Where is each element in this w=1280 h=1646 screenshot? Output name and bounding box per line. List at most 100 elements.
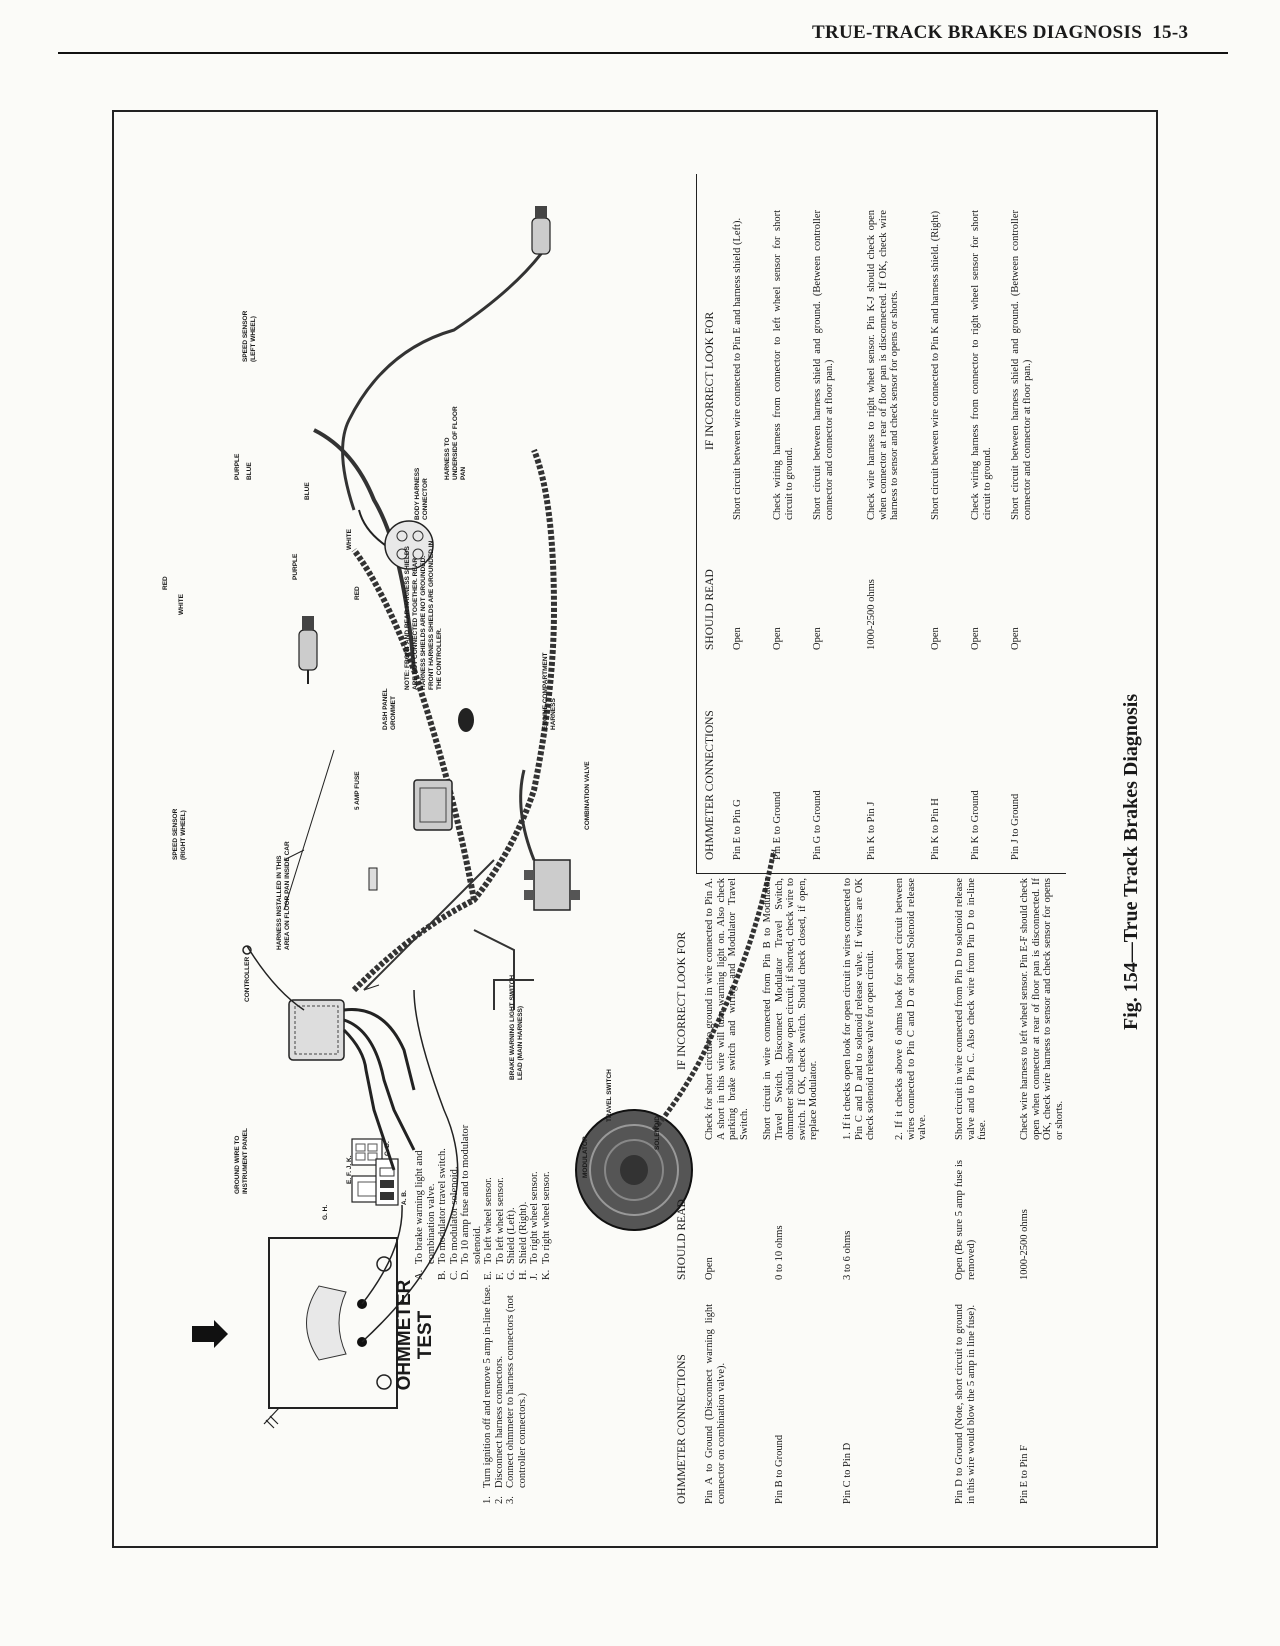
pin-legend-j: J.To right wheel sensor. [529, 1171, 540, 1280]
label-conn-cd: C. D. [384, 1141, 391, 1156]
label-5amp: 5 AMP FUSE [354, 771, 361, 810]
tl-row1-look: Short circuit in wire connected from Pin… [762, 878, 819, 1140]
ohmmeter-test-title: OHMMETER TEST [394, 1270, 436, 1400]
tl-row4-read: 1000-2500 ohms [1019, 1209, 1030, 1280]
pin-legend-a: A.To brake warning light and combination… [414, 1150, 437, 1280]
label-speed-sensor-left: SPEED SENSOR (LEFT WHEEL) [242, 310, 257, 362]
title-line1: OHMMETER [394, 1279, 415, 1391]
tl-row0-read: Open [704, 1257, 715, 1280]
tr-header-look: IF INCORRECT LOOK FOR [704, 311, 716, 450]
pin-legend-e: E.To left wheel sensor. [483, 1177, 494, 1280]
table-divider-vertical [696, 873, 1066, 874]
header-rule [58, 52, 1228, 54]
label-solenoid: SOLENOID [654, 1116, 661, 1150]
tr-row4-read: Open [930, 627, 941, 650]
tr-row1-conn: Pin E to Ground [772, 791, 783, 860]
instruction-3: 3.Connect ohmmeter to harness connectors… [505, 1295, 528, 1504]
label-blue: BLUE [304, 482, 311, 500]
label-harness-installed: HARNESS INSTALLED IN THIS AREA ON FLOOR … [276, 841, 291, 950]
note-shields: NOTE: FRONT AND REAR HARNESS SHIELDS ARE… [404, 540, 443, 690]
ohmmeter-icon [263, 1237, 398, 1429]
tr-header-read: SHOULD READ [704, 569, 716, 650]
connector-abcd [375, 1158, 399, 1206]
label-modulator: MODULATOR [582, 1136, 589, 1178]
fuse-icon [368, 867, 378, 891]
instruction-2: 2.Disconnect harness connectors. [493, 1355, 505, 1504]
label-travel-switch: TRAVEL SWITCH [606, 1069, 613, 1122]
tl-header-look: IF INCORRECT LOOK FOR [676, 931, 688, 1070]
pin-legend-f: F.To left wheel sensor. [494, 1177, 506, 1280]
tl-row3-look: Short circuit in wire connected from Pin… [954, 878, 988, 1140]
label-conn-gh: G. H. [322, 1204, 329, 1220]
label-conn-ab: A. B. [401, 1190, 408, 1205]
label-body-harness: BODY HARNESS CONNECTOR [414, 467, 429, 520]
tl-row4-conn: Pin E to Pin F [1019, 1445, 1030, 1504]
tr-header-conn: OHMMETER CONNECTIONS [704, 710, 716, 860]
label-white2: WHITE [346, 529, 353, 550]
tr-row6-look: Short circuit between harness shield and… [1010, 210, 1033, 520]
tr-row5-look: Check wiring harness from connector to r… [970, 210, 993, 520]
tl-row3-read: Open (Be sure 5 amp fuse is removed) [954, 1160, 977, 1280]
label-controller: CONTROLLER [244, 956, 251, 1002]
controller-icon [288, 999, 345, 1061]
header-title: TRUE-TRACK BRAKES DIAGNOSIS [812, 22, 1143, 43]
figure-caption: Fig. 154—True Track Brakes Diagnosis [1120, 693, 1142, 1030]
modulator-icon [575, 1109, 693, 1231]
tl-row1-conn: Pin B to Ground [774, 1434, 785, 1504]
label-engine-harness: ENGINE COMPARTMENT HARNESS [542, 652, 557, 730]
pin-legend-h: H.Shield (Right). [517, 1201, 529, 1280]
tr-row0-look: Short circuit between wire connected to … [732, 217, 743, 520]
label-speed-sensor-right: SPEED SENSOR (RIGHT WHEEL) [172, 808, 187, 860]
pin-legend-k: K.To right wheel sensor. [540, 1171, 552, 1280]
tr-row0-read: Open [732, 627, 743, 650]
arrow-icon [192, 1320, 228, 1348]
tr-row3-look: Check wire harness to right wheel sensor… [866, 210, 900, 520]
tl-row0-look: Check for short circuit to ground in wir… [704, 878, 750, 1140]
dash-grommet-icon [413, 779, 453, 831]
table-divider-horizontal [696, 174, 697, 874]
pin-legend-c: C.To modulator solenoid. [448, 1166, 460, 1280]
tl-row1-read: 0 to 10 ohms [774, 1225, 785, 1280]
pin-legend-g: G.Shield (Left). [506, 1207, 517, 1280]
tr-row6-read: Open [1010, 627, 1021, 650]
ohmmeter-illustration [192, 206, 777, 1429]
tr-row0-conn: Pin E to Pin G [732, 799, 743, 860]
page-header: TRUE-TRACK BRAKES DIAGNOSIS 15-3 [812, 22, 1188, 44]
tr-row6-conn: Pin J to Ground [1010, 793, 1021, 860]
tr-row1-look: Check wiring harness from connector to l… [772, 210, 795, 520]
label-conn-efjk: E. F. J. K. [346, 1155, 353, 1184]
tr-row3-read: 1000-2500 ohms [866, 579, 877, 650]
tl-row3-conn: Pin D to Ground (Note, short circuit to … [954, 1304, 977, 1504]
label-combination-valve: COMBINATION VALVE [584, 761, 591, 830]
label-red2: RED [354, 586, 361, 600]
pin-legend-d: D.To 10 amp fuse and to modulator soleno… [460, 1124, 483, 1280]
combination-valve-icon [524, 859, 580, 911]
label-ground-wire: GROUND WIRE TO INSTRUMENT PANEL [234, 1128, 249, 1194]
tr-row5-read: Open [970, 627, 981, 650]
tr-row2-look: Short circuit between harness shield and… [812, 210, 835, 520]
label-blue-left: BLUE [246, 462, 253, 480]
tr-row2-conn: Pin G to Ground [812, 790, 823, 860]
rotated-figure: GROUND WIRE TO INSTRUMENT PANEL G. H. E.… [114, 112, 1160, 1550]
tr-row4-look: Short circuit between wire connected to … [930, 210, 941, 520]
tl-row4-look: Check wire harness to left wheel sensor.… [1019, 878, 1065, 1140]
label-harness-underside: HARNESS TO UNDERSIDE OF FLOOR PAN [444, 406, 467, 480]
body-harness-connector-icon [384, 520, 434, 570]
page-number: 15-3 [1152, 22, 1189, 43]
figure-frame: GROUND WIRE TO INSTRUMENT PANEL G. H. E.… [112, 110, 1158, 1548]
tl-header-read: SHOULD READ [676, 1199, 688, 1280]
instruction-1: 1.Turn ignition off and remove 5 amp in-… [482, 1284, 493, 1504]
label-purple: PURPLE [292, 553, 299, 580]
tr-row2-read: Open [812, 627, 823, 650]
connector-efjk [351, 1138, 383, 1166]
tl-row0-conn: Pin A to Ground (Disconnect warning ligh… [704, 1304, 727, 1504]
speed-sensor-left-icon [531, 206, 551, 255]
tl-row2-conn: Pin C to Pin D [842, 1442, 853, 1504]
label-purple-left: PURPLE [234, 453, 241, 480]
pin-legend-b: B.To modulator travel switch. [437, 1148, 448, 1280]
label-dash-panel: DASH PANEL GROMMET [382, 688, 397, 730]
tl-row2-look2: 2. If it checks above 6 ohms look for sh… [894, 878, 928, 1140]
tl-header-conn: OHMMETER CONNECTIONS [676, 1354, 688, 1504]
tr-row1-read: Open [772, 627, 783, 650]
tr-row4-conn: Pin K to Pin H [930, 798, 941, 860]
